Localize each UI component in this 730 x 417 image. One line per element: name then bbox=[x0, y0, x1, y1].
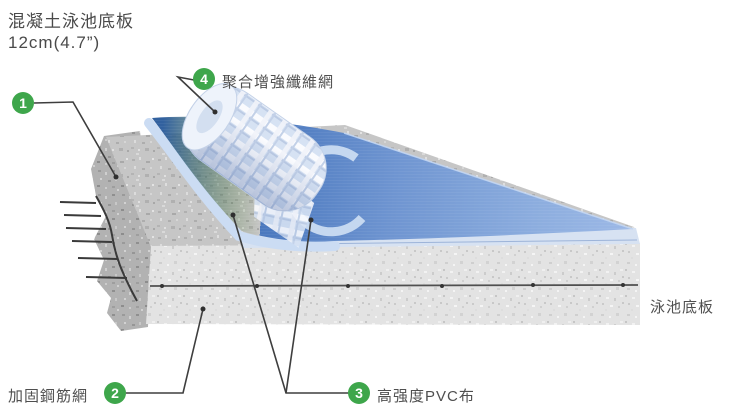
rebar-mesh-line bbox=[149, 283, 639, 288]
concrete-front-face bbox=[146, 243, 640, 325]
diagram-title-line1: 混凝土泳池底板 bbox=[8, 12, 134, 31]
pvc-sheet-underside-edge bbox=[144, 118, 340, 252]
leader-lines bbox=[33, 75, 349, 394]
leader-line-2 bbox=[126, 308, 204, 394]
diagram-title-line2: 12cm(4.7”) bbox=[8, 33, 101, 52]
callout-badge-4: 4 bbox=[193, 68, 215, 90]
leader-line-3b bbox=[285, 219, 312, 394]
callout-badge-1: 1 bbox=[12, 92, 34, 114]
label-fiber-mesh: 聚合增強纖維網 bbox=[222, 74, 335, 91]
label-pool-slab: 泳池底板 bbox=[650, 299, 715, 316]
protruding-rebar bbox=[59, 195, 138, 302]
callout-badge-3: 3 bbox=[348, 382, 370, 404]
label-pvc-fabric: 高强度PVC布 bbox=[377, 388, 475, 405]
label-rebar-mesh: 加固鋼筋網 bbox=[8, 388, 89, 405]
leader-line-4 bbox=[175, 75, 216, 113]
leader-dots bbox=[113, 109, 314, 312]
leader-line-1 bbox=[33, 101, 117, 178]
fiber-mesh-roll bbox=[181, 83, 327, 248]
callout-badge-2: 2 bbox=[104, 382, 126, 404]
